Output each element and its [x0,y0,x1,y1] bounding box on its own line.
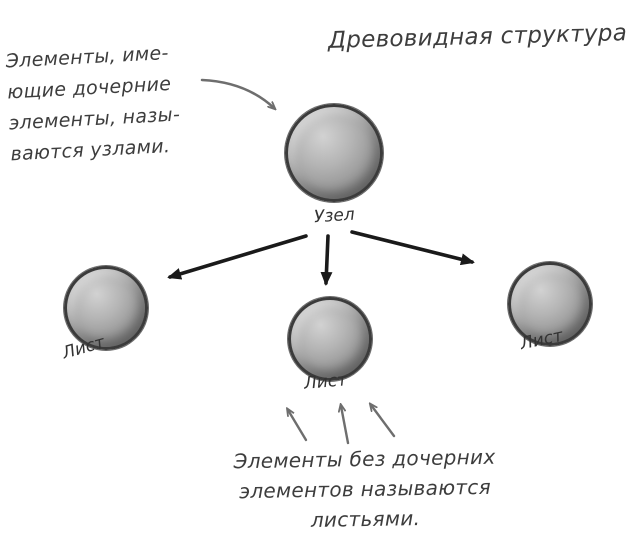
leaf-circle-left [64,266,148,350]
arrow-node-to-middle-leaf [320,234,333,286]
leaves-annotation-line: элементов называются [238,474,492,504]
leaves-annotation: Элементы без дочерних элементов называют… [199,441,531,537]
leaf-label-middle: Лист [303,370,348,394]
leaf-label-left: Лист [60,332,108,364]
nodes-annotation: Элементы, име- ющие дочерние элементы, н… [5,38,183,171]
leaves-annotation-line: листьями. [310,506,421,532]
arrow-leaves-note-pointer-left [288,410,308,442]
leaf-circle-middle [288,297,372,381]
arrow-nodes-note-pointer [200,78,274,108]
leaf-circle-right [508,262,592,346]
diagram-title: Древовидная структура [327,20,628,54]
root-node-label: Узел [313,204,356,228]
arrow-node-to-right-leaf [350,230,475,266]
root-node-circle [285,104,383,202]
arrow-leaves-note-pointer-right [371,405,396,438]
arrow-node-to-left-leaf [167,234,308,280]
arrow-leaves-note-pointer-middle [341,406,350,445]
